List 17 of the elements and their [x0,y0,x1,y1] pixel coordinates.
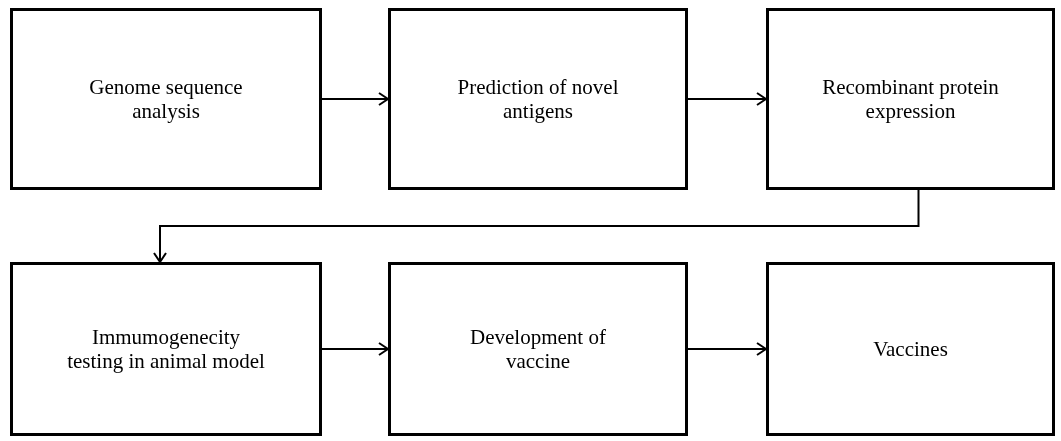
box-label: Development of vaccine [469,325,607,373]
process-box [766,262,1055,436]
arrow [687,92,767,106]
process-box [388,8,688,190]
box-label: Vaccines [873,337,948,361]
arrow [321,342,389,356]
arrow [687,342,767,356]
process-box [766,8,1055,190]
process-box [388,262,688,436]
process-box [10,8,322,190]
box-label: Immumogenecity testing in animal model [66,325,266,373]
arrow [153,189,920,263]
box-label: Recombinant protein expression [821,75,1000,123]
process-box [10,262,322,436]
box-label: Genome sequence analysis [88,75,244,123]
arrow [321,92,389,106]
box-label: Prediction of novel antigens [456,75,620,123]
